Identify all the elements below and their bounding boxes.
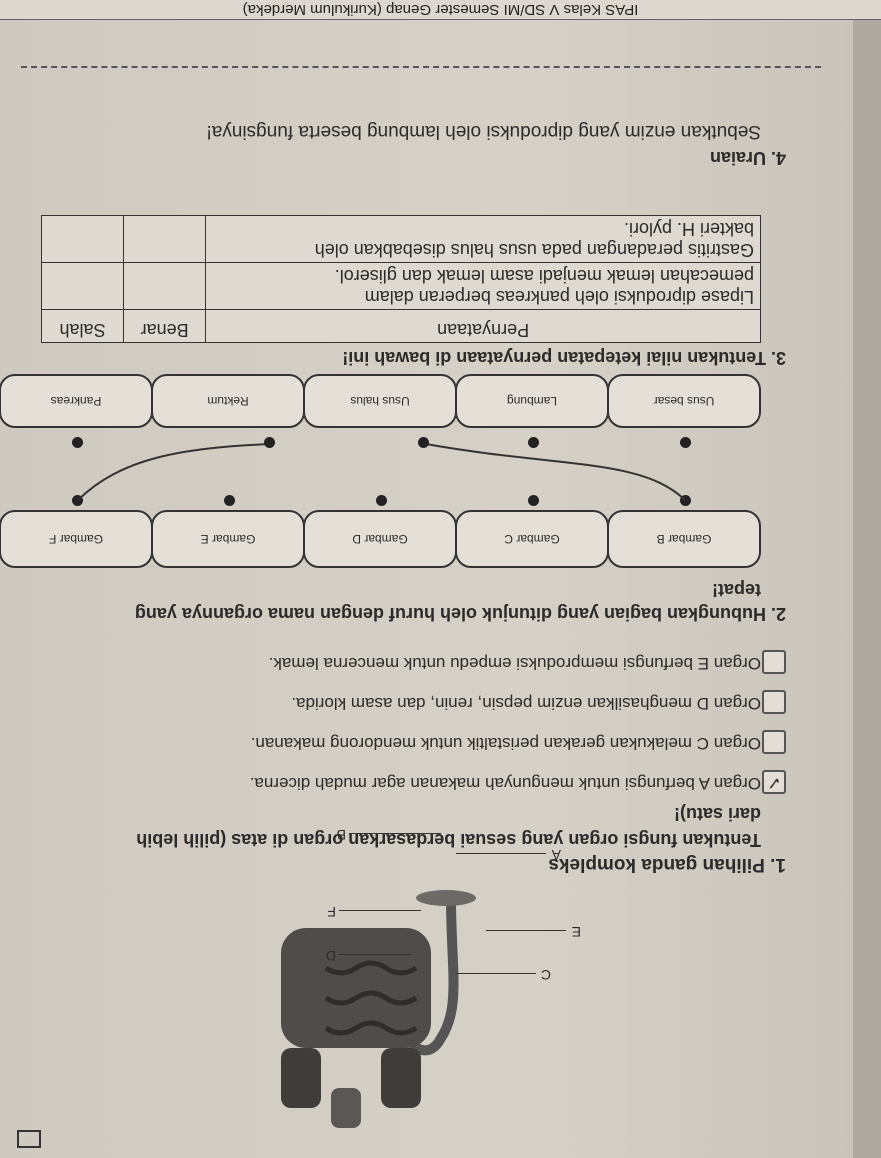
q3-statement-table: Pernyataan Benar Salah Lipase diproduksi… — [41, 215, 761, 343]
match-right-item[interactable]: Usus halus — [303, 374, 457, 428]
organ-blob — [416, 890, 476, 906]
statement-line: Lipase diproduksi oleh pankreas berperan… — [364, 287, 754, 307]
match-dot[interactable] — [528, 437, 539, 448]
match-line — [425, 443, 686, 501]
esophagus-shape — [401, 897, 459, 1056]
match-right-item[interactable]: Rektum — [151, 374, 305, 428]
q3-number: 3. — [770, 348, 786, 368]
col-false-header: Salah — [41, 309, 124, 343]
match-dot[interactable] — [264, 437, 275, 448]
true-answer-cell[interactable] — [123, 262, 206, 310]
col-statement-header: Pernyataan — [205, 309, 761, 343]
digestive-system-figure — [281, 890, 476, 1128]
intestine-shape — [281, 928, 431, 1048]
match-right-item[interactable]: Usus besar — [607, 374, 761, 428]
table-header-row: Pernyataan Benar Salah — [41, 309, 761, 343]
page-footer-title: IPAS Kelas V SD/MI Semester Genap (Kurik… — [0, 0, 881, 20]
false-answer-cell[interactable] — [41, 262, 124, 310]
match-right-item[interactable]: Pankreas — [0, 374, 153, 428]
q4-heading: 4. Uraian — [710, 147, 786, 168]
table-row: Lipase diproduksi oleh pankreas berperan… — [41, 262, 761, 310]
true-answer-cell[interactable] — [123, 215, 206, 263]
statement-line: pemecahan lemak menjadi asam lemak dan g… — [334, 266, 754, 286]
statement-cell: Lipase diproduksi oleh pankreas berperan… — [205, 262, 761, 310]
q3-title: Tentukan nilai ketepatan pernyataan di b… — [342, 348, 766, 368]
match-connector-lines — [77, 443, 686, 501]
table-row: Gastritis peradangan pada usus halus dis… — [41, 215, 761, 263]
col-true-header: Benar — [123, 309, 206, 343]
match-dot[interactable] — [680, 437, 691, 448]
match-dot[interactable] — [418, 437, 429, 448]
match-dot[interactable] — [72, 437, 83, 448]
statement-cell: Gastritis peradangan pada usus halus dis… — [205, 215, 761, 263]
statement-line: bakteri H. pylori. — [623, 219, 754, 239]
q4-number: 4. — [770, 148, 786, 168]
false-answer-cell[interactable] — [41, 215, 124, 263]
q3-heading: 3. Tentukan nilai ketepatan pernyataan d… — [342, 347, 786, 368]
statement-line: Gastritis peradangan pada usus halus dis… — [314, 240, 754, 260]
q4-question-text: Sebutkan enzim yang diproduksi oleh lamb… — [206, 121, 761, 142]
match-line — [77, 443, 272, 501]
q4-title: Uraian — [709, 148, 766, 168]
match-right-item[interactable]: Lambung — [455, 374, 609, 428]
cut-line-divider — [21, 66, 821, 68]
